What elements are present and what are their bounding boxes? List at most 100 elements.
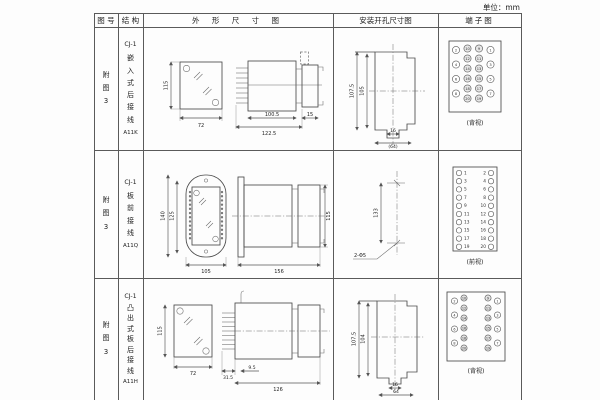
terminal-pin xyxy=(455,194,462,201)
terminal-pin-number: 19 xyxy=(485,346,489,350)
terminal-pin-number: 4 xyxy=(483,179,486,185)
view-label: (背视) xyxy=(467,367,484,375)
front-view: 140 125 105 xyxy=(161,174,227,275)
header-mounting-holes: 安装开孔尺寸图 xyxy=(359,15,412,25)
fig-no-cell-row2: 附图3 xyxy=(102,196,110,231)
terminal-pin xyxy=(460,294,467,302)
hatch-mark xyxy=(198,197,207,206)
fig-no-cell-row3: 附图3 xyxy=(102,321,110,356)
terminal-pin-number: 15 xyxy=(464,228,470,234)
mounting-cell-row2: 133 2-Φ5 xyxy=(333,150,438,278)
terminal-pin xyxy=(487,227,494,234)
table-border-right xyxy=(521,13,522,400)
terminal-pin xyxy=(460,324,467,332)
mounting-claw xyxy=(318,66,324,106)
terminal-pin-number: 15 xyxy=(485,326,489,330)
view-label: (前视) xyxy=(466,258,483,266)
terminal-pin-number: 15 xyxy=(476,77,481,81)
terminal-pin-number: 18 xyxy=(465,87,470,91)
terminal-pin-number: 14 xyxy=(480,220,486,226)
terminal-pin xyxy=(455,243,462,250)
terminal-pin xyxy=(493,339,501,347)
outline-cell-row2: 140 125 105 156 xyxy=(143,150,333,278)
terminal-pin-number: 2 xyxy=(454,48,456,52)
dim-plate-width: 105 xyxy=(201,269,211,275)
mounting-type: 嵌入式后接线 xyxy=(126,54,134,124)
terminal-box xyxy=(448,40,501,113)
dim-slot-width: 16 xyxy=(392,382,398,388)
terminal-pin-number: 12 xyxy=(465,57,470,61)
terminal-pin xyxy=(487,210,494,218)
terminal-pin xyxy=(451,89,460,98)
terminal-pin-number: 10 xyxy=(461,296,465,300)
terminal-pin xyxy=(450,325,458,333)
hole-callout: 2-Φ5 xyxy=(354,253,366,259)
terminal-pin-number: 8 xyxy=(483,195,486,201)
terminal-pin xyxy=(474,94,483,103)
table-border-left xyxy=(94,13,95,400)
dim-front-width: 72 xyxy=(198,123,204,129)
hatch-mark xyxy=(193,336,203,346)
terminal-pin-number: 17 xyxy=(464,236,470,242)
terminal-pin xyxy=(450,311,458,319)
terminal-pin-number: 9 xyxy=(486,296,488,300)
screw-hole xyxy=(212,235,219,243)
screw-hole xyxy=(204,178,208,183)
outline-drawing-row1: 115 72 100.5 15 xyxy=(164,51,324,137)
terminal-pin-number: 6 xyxy=(454,77,457,81)
terminal-pin xyxy=(487,235,494,242)
terminal-pin-number: 3 xyxy=(464,179,467,185)
outline-cell-row1: 115 72 100.5 15 xyxy=(143,27,333,150)
header-structure: 结 构 xyxy=(121,15,140,25)
screw-hole xyxy=(212,99,219,106)
terminal-pin xyxy=(463,84,471,93)
terminal-pin-number: 10 xyxy=(465,47,470,51)
terminal-pin xyxy=(474,84,483,93)
fig-no-cell-row1: 附图3 xyxy=(102,70,110,106)
terminal-pin xyxy=(487,202,494,209)
hatch-mark xyxy=(202,86,212,96)
terminal-pin xyxy=(460,344,467,352)
hatch-mark xyxy=(193,71,203,81)
terminal-pin-number: 8 xyxy=(453,341,455,345)
terminal-pin-number: 5 xyxy=(496,327,498,331)
terminal-pin-number: 11 xyxy=(464,211,470,217)
terminal-pin-number: 13 xyxy=(476,67,481,71)
terminal-pin xyxy=(450,339,458,347)
type-code: A11K xyxy=(123,129,138,136)
terminal-pin-number: 1 xyxy=(489,48,491,52)
terminal-pin xyxy=(460,304,467,312)
terminal-pin xyxy=(487,186,494,193)
col-divider-2 xyxy=(143,13,144,400)
mounting-drawing-row1: 107.5 105 16 (64) xyxy=(350,44,425,149)
outline-cell-row3: 115 72 3 xyxy=(143,278,333,400)
terminal-pin xyxy=(460,334,467,342)
dim-hole-spacing: 133 xyxy=(374,208,380,218)
row-divider-1 xyxy=(94,150,522,151)
terminal-pin-number: 3 xyxy=(489,63,491,67)
terminal-pin-number: 16 xyxy=(480,228,486,234)
screw-hole xyxy=(193,189,200,197)
terminal-pin xyxy=(486,89,494,98)
type-code: A11H xyxy=(123,379,138,386)
terminal-pin xyxy=(484,324,491,332)
terminal-pin xyxy=(493,311,501,319)
terminal-pin xyxy=(487,169,494,177)
terminal-pin-number: 12 xyxy=(461,306,465,310)
header-outline-dims: 外 形 尺 寸 图 xyxy=(191,15,285,25)
terminal-pin xyxy=(463,64,471,73)
terminal-pin-number: 5 xyxy=(464,187,467,193)
terminal-pin xyxy=(487,178,494,185)
front-view: 115 72 xyxy=(164,61,223,129)
terminal-pin xyxy=(484,294,491,302)
terminal-pin-number: 18 xyxy=(461,336,465,340)
terminal-pin xyxy=(487,194,494,201)
relay-model: CJ-1 xyxy=(124,292,137,300)
structure-cell-row3: CJ-1 凸出式板后接线 A11H xyxy=(118,278,143,400)
